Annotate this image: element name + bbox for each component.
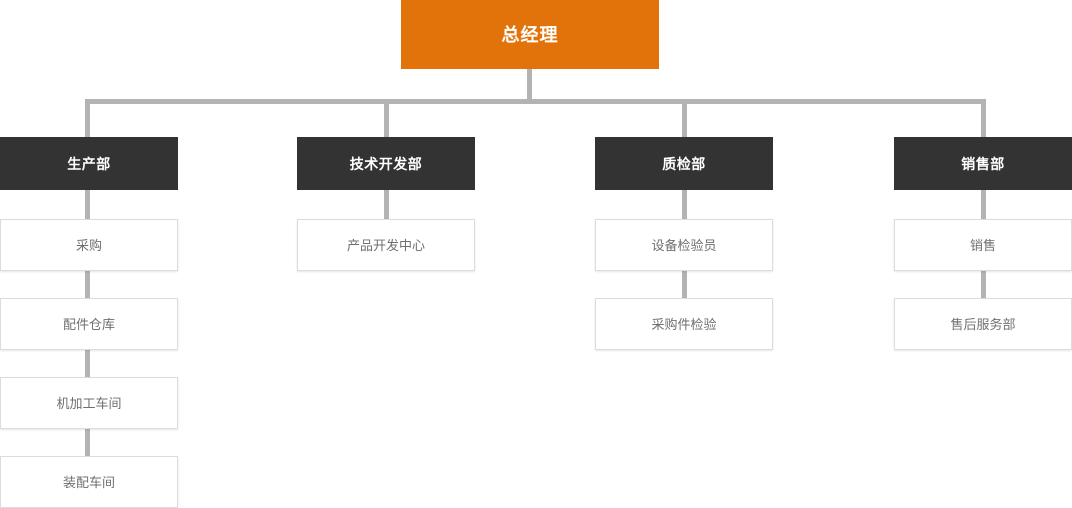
node-label: 质检部 [662,155,706,172]
node-leaf-machining-workshop[interactable]: 机加工车间 [0,377,178,429]
connector-col4-leaf1-to-leaf2 [981,271,986,298]
connector-root-stem [527,69,532,102]
node-leaf-equipment-inspector[interactable]: 设备检验员 [595,219,773,271]
node-leaf-assembly-workshop[interactable]: 装配车间 [0,456,178,508]
connector-bus-to-dept-1 [85,99,90,137]
node-leaf-purchasing[interactable]: 采购 [0,219,178,271]
node-department-quality[interactable]: 质检部 [595,137,773,190]
node-general-manager[interactable]: 总经理 [401,0,659,69]
connector-col1-leaf3-to-leaf4 [85,429,90,456]
node-label: 采购件检验 [651,316,717,332]
node-department-technology[interactable]: 技术开发部 [297,137,475,190]
connector-col3-leaf1-to-leaf2 [682,271,687,298]
node-label: 机加工车间 [56,395,122,411]
node-label: 装配车间 [62,474,115,490]
node-leaf-after-sales-service[interactable]: 售后服务部 [894,298,1072,350]
node-label: 售后服务部 [950,316,1016,332]
connector-bus-to-dept-3 [682,99,687,137]
connector-col3-dept-to-leaf1 [682,190,687,219]
node-label: 设备检验员 [651,237,717,253]
connector-col4-dept-to-leaf1 [981,190,986,219]
node-leaf-sales[interactable]: 销售 [894,219,1072,271]
node-label: 技术开发部 [349,155,423,172]
connector-bus-horizontal [85,99,986,104]
node-label: 生产部 [67,155,111,172]
node-department-production[interactable]: 生产部 [0,137,178,190]
connector-col1-leaf2-to-leaf3 [85,350,90,377]
node-leaf-parts-warehouse[interactable]: 配件仓库 [0,298,178,350]
connector-col2-dept-to-leaf1 [384,190,389,219]
node-leaf-purchased-parts-inspection[interactable]: 采购件检验 [595,298,773,350]
node-leaf-product-development-center[interactable]: 产品开发中心 [297,219,475,271]
node-label: 配件仓库 [62,316,115,332]
connector-bus-to-dept-2 [384,99,389,137]
connector-bus-to-dept-4 [981,99,986,137]
connector-col1-dept-to-leaf1 [85,190,90,219]
node-label: 产品开发中心 [346,237,425,253]
node-label: 采购 [75,237,102,253]
node-label: 总经理 [501,24,559,45]
connector-col1-leaf1-to-leaf2 [85,271,90,298]
node-label: 销售部 [961,155,1005,172]
node-label: 销售 [969,237,996,253]
node-department-sales[interactable]: 销售部 [894,137,1072,190]
